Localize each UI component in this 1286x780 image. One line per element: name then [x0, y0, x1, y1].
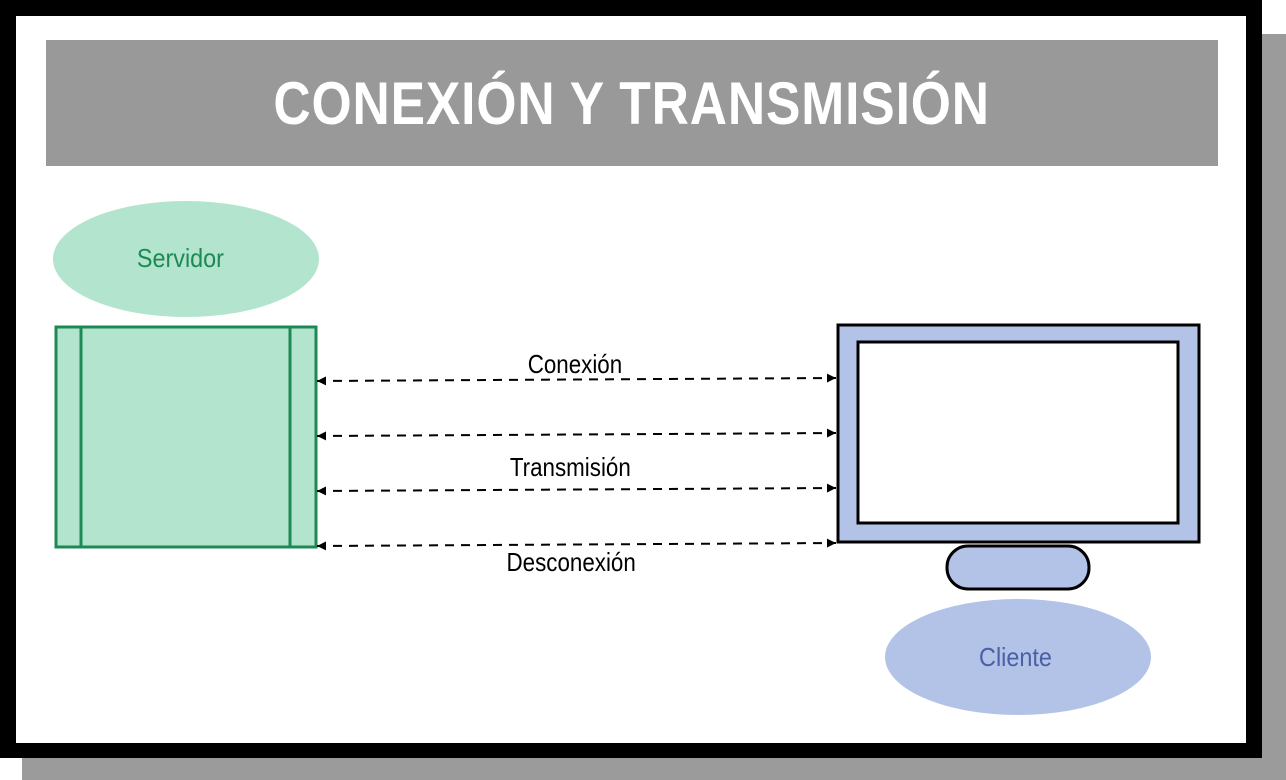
server-box [54, 325, 318, 549]
disconnect-arrow [316, 538, 837, 551]
server-label: Servidor [136, 243, 224, 273]
client-monitor-icon [836, 323, 1201, 591]
request-arrow [316, 428, 837, 441]
client-ellipse [885, 599, 1151, 715]
disconnect-label: Desconexión [506, 547, 636, 577]
transmit-arrow [316, 483, 837, 496]
connect-arrow [316, 373, 837, 386]
diagram-title: CONEXIÓN Y TRANSMISIÓN [273, 69, 991, 137]
client-label: Cliente [979, 642, 1052, 672]
transmit-label: Transmisión [509, 452, 631, 482]
server-ellipse [53, 201, 319, 317]
connect-label: Conexión [527, 349, 623, 379]
title-bar: CONEXIÓN Y TRANSMISIÓN [46, 40, 1218, 166]
